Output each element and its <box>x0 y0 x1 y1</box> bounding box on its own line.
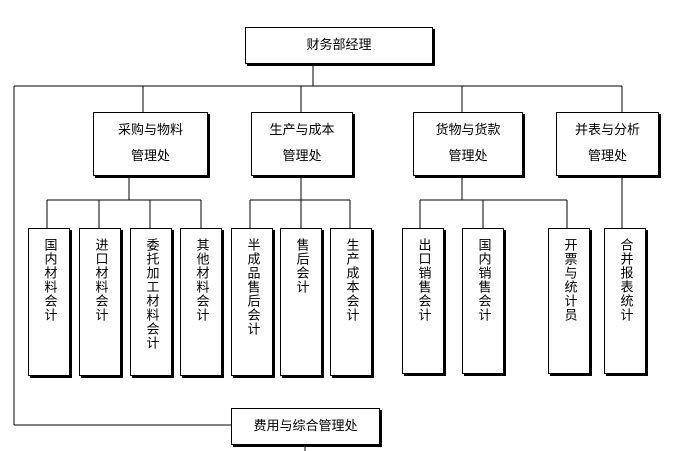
leaf-node: 生产成本会计 <box>330 228 372 376</box>
root-node-label: 财务部经理 <box>306 37 372 53</box>
leaf-node: 合并报表统计 <box>604 228 646 374</box>
leaf-node: 委托加工材料会计 <box>130 228 172 376</box>
dept-node-label: 管理处 <box>282 149 322 164</box>
dept-node-label: 货物与货款 <box>435 123 501 138</box>
leaf-node: 国内销售会计 <box>462 228 504 374</box>
leaf-node-label: 生产成本会计 <box>343 238 359 322</box>
bottom-node-label: 费用与综合管理处 <box>253 418 358 434</box>
leaf-node: 其他材料会计 <box>180 228 222 376</box>
leaf-node: 出口销售会计 <box>402 228 444 374</box>
leaf-node-label: 合并报表统计 <box>617 238 633 322</box>
dept-node-label: 并表与分析 <box>574 123 640 138</box>
leaf-node-label: 出口销售会计 <box>415 238 431 322</box>
leaf-node-label: 售后会计 <box>293 238 309 294</box>
bottom-node: 费用与综合管理处 <box>231 408 380 445</box>
leaf-node-label: 进口材料会计 <box>92 238 108 322</box>
leaf-node: 半成品售后会计 <box>231 228 273 376</box>
leaf-node-label: 半成品售后会计 <box>244 238 260 336</box>
dept-node-procurement: 采购与物料 管理处 <box>93 112 208 176</box>
dept-node-label: 管理处 <box>587 149 627 164</box>
leaf-node-label: 开票与统计员 <box>561 238 577 322</box>
dept-node-production: 生产与成本 管理处 <box>251 112 353 176</box>
dept-node-goods: 货物与货款 管理处 <box>413 112 523 176</box>
dept-node-label: 管理处 <box>130 149 170 164</box>
dept-node-consolidation: 并表与分析 管理处 <box>556 112 659 176</box>
leaf-node-label: 国内销售会计 <box>475 238 491 322</box>
leaf-node: 进口材料会计 <box>79 228 121 376</box>
dept-node-label: 采购与物料 <box>117 123 183 138</box>
dept-node-label: 管理处 <box>448 149 488 164</box>
leaf-node-label: 其他材料会计 <box>193 238 209 322</box>
root-node: 财务部经理 <box>245 27 433 64</box>
leaf-node: 国内材料会计 <box>28 228 70 376</box>
leaf-node: 开票与统计员 <box>548 228 590 374</box>
dept-node-label: 生产与成本 <box>269 123 335 138</box>
leaf-node-label: 国内材料会计 <box>41 238 57 322</box>
leaf-node-label: 委托加工材料会计 <box>143 238 159 350</box>
leaf-node: 售后会计 <box>280 228 322 376</box>
